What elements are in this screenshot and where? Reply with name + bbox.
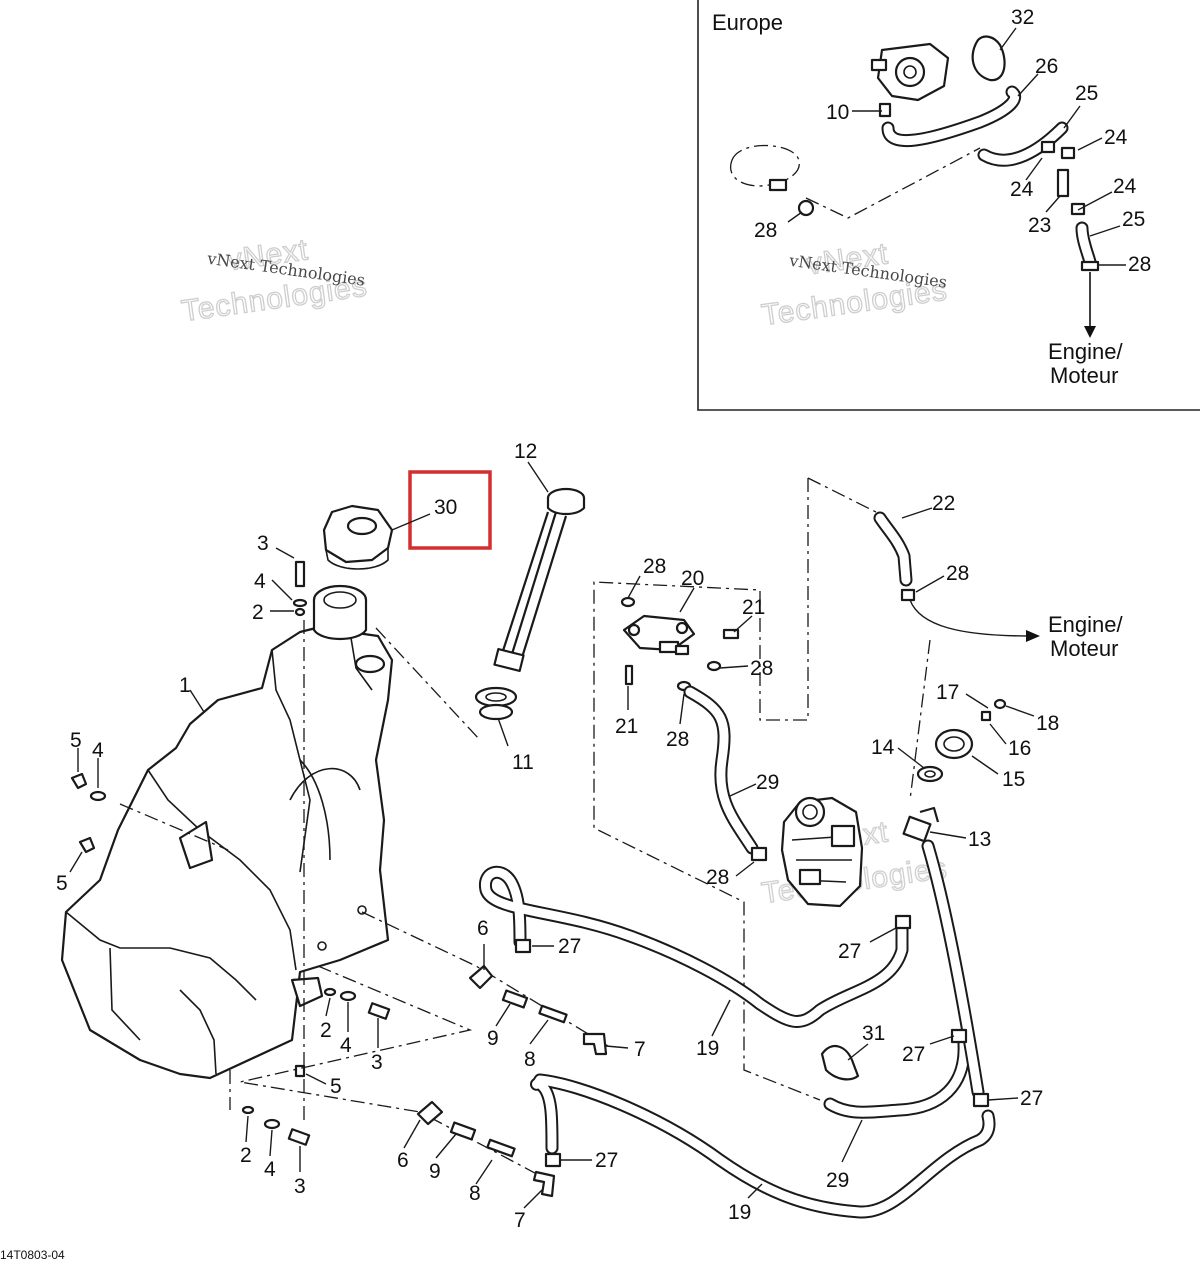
- fittings-lower: [416, 1100, 556, 1198]
- callout-11: 11: [512, 751, 534, 774]
- inset-hoses: [881, 85, 1100, 272]
- callout-15: 15: [1002, 768, 1025, 791]
- highlight-box-part-30: [408, 470, 492, 550]
- inset-destination-line1: Engine/: [1048, 339, 1124, 364]
- fittings-upper: [468, 964, 608, 1056]
- callout-12: 12: [514, 440, 537, 463]
- callout-23: 23: [1028, 214, 1051, 237]
- callout-27: 27: [595, 1149, 618, 1172]
- callout-4: 4: [264, 1158, 276, 1181]
- main-leaders: [69, 461, 1035, 1209]
- callout-18: 18: [1036, 712, 1059, 735]
- inset-clamp: [971, 35, 1006, 82]
- callout-28: 28: [1128, 253, 1151, 276]
- europe-inset: Europe: [697, 0, 1200, 411]
- hose-clamps: [514, 588, 990, 1168]
- callout-21: 21: [615, 715, 638, 738]
- callout-7: 7: [514, 1209, 526, 1232]
- callout-8: 8: [469, 1182, 481, 1205]
- callout-3: 3: [294, 1175, 306, 1198]
- callout-31: 31: [862, 1022, 885, 1045]
- callout-4: 4: [254, 570, 266, 593]
- callout-24: 24: [1113, 175, 1137, 198]
- callout-2: 2: [252, 601, 264, 624]
- callout-9: 9: [429, 1160, 441, 1183]
- callout-27: 27: [558, 935, 581, 958]
- callout-16: 16: [1008, 737, 1031, 760]
- callout-29: 29: [756, 771, 779, 794]
- callout-10: 10: [826, 101, 849, 124]
- callout-2: 2: [240, 1144, 252, 1167]
- callout-14: 14: [871, 736, 895, 759]
- callout-32: 32: [1011, 6, 1034, 29]
- inset-leaders: [787, 27, 1126, 266]
- callout-27: 27: [902, 1043, 925, 1066]
- callout-5: 5: [70, 729, 82, 752]
- inset-title: Europe: [712, 10, 783, 35]
- fuel-tank: [60, 584, 394, 1080]
- fuel-gauge: [493, 487, 586, 673]
- callout-17: 17: [936, 681, 959, 704]
- callout-6: 6: [397, 1149, 409, 1172]
- callout-19: 19: [696, 1037, 719, 1060]
- carburetor: [780, 796, 864, 908]
- callout-25: 25: [1075, 82, 1098, 105]
- callout-28: 28: [754, 219, 777, 242]
- grommet: [474, 686, 518, 721]
- callout-29: 29: [826, 1169, 849, 1192]
- callout-28: 28: [666, 728, 689, 751]
- callout-24: 24: [1104, 126, 1128, 149]
- callout-5: 5: [330, 1075, 342, 1098]
- callout-27: 27: [1020, 1087, 1043, 1110]
- callout-4: 4: [92, 739, 104, 762]
- callout-28: 28: [706, 866, 729, 889]
- callout-19: 19: [728, 1201, 751, 1224]
- callout-20: 20: [681, 567, 704, 590]
- fuel-cap: [322, 504, 394, 570]
- callout-4: 4: [340, 1034, 352, 1057]
- callout-13: 13: [968, 828, 991, 851]
- main-destination-line1: Engine/: [1048, 612, 1124, 637]
- callout-28: 28: [750, 657, 773, 680]
- inset-fuel-pump: [870, 42, 950, 118]
- callout-7: 7: [634, 1038, 646, 1061]
- callout-3: 3: [257, 532, 269, 555]
- callout-5: 5: [56, 872, 68, 895]
- main-callouts: 12 30 3 4 2 1 5 4 5 11 28 20 21 21 28 28…: [56, 440, 1059, 1232]
- figure-code: 14T0803-04: [0, 1248, 65, 1262]
- callout-26: 26: [1035, 55, 1058, 78]
- inset-tank-sketch: [730, 144, 981, 219]
- callout-6: 6: [477, 917, 489, 940]
- callout-8: 8: [524, 1048, 536, 1071]
- vent-components: [902, 698, 1007, 843]
- callout-1: 1: [179, 674, 191, 697]
- callout-21: 21: [742, 596, 765, 619]
- callout-24: 24: [1010, 178, 1034, 201]
- callout-28: 28: [643, 555, 666, 578]
- main-engine-arrow: [909, 599, 1031, 637]
- callout-27: 27: [838, 940, 861, 963]
- callout-22: 22: [932, 492, 955, 515]
- inset-destination-line2: Moteur: [1050, 363, 1118, 388]
- callout-25: 25: [1122, 208, 1145, 231]
- callout-30: 30: [434, 496, 457, 519]
- callout-2: 2: [320, 1019, 332, 1042]
- callout-3: 3: [371, 1051, 383, 1074]
- fuel-hoses: [478, 511, 996, 1219]
- callout-28: 28: [946, 562, 969, 585]
- main-destination-line2: Moteur: [1050, 636, 1118, 661]
- tank-fasteners: [70, 560, 391, 1146]
- hose-clip: [820, 1044, 860, 1081]
- inset-frame: [697, 0, 1200, 411]
- callout-9: 9: [487, 1027, 499, 1050]
